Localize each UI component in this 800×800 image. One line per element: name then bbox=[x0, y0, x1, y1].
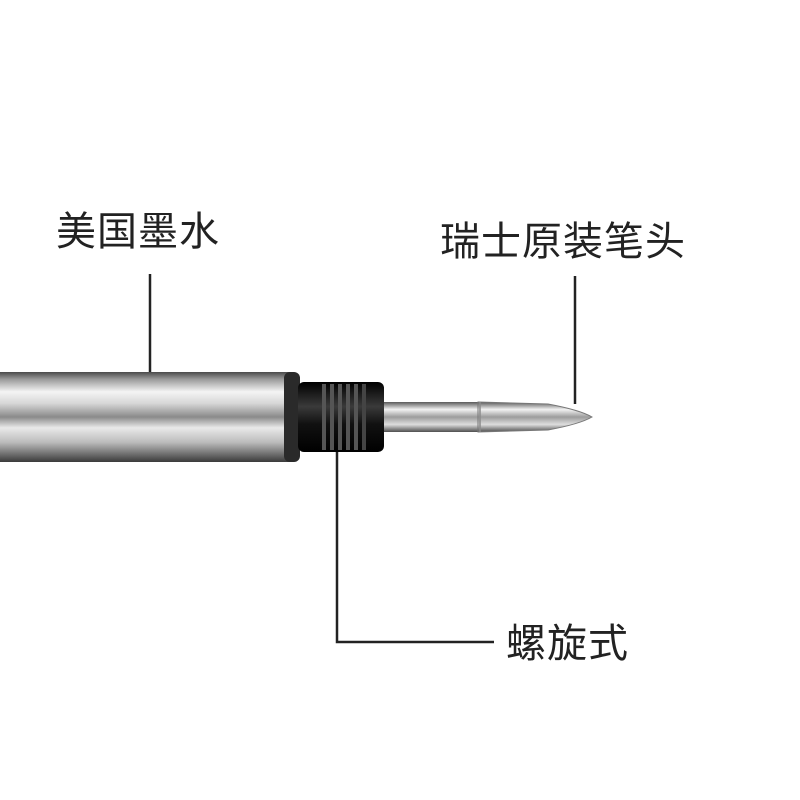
tip-tube bbox=[384, 402, 480, 432]
screw-label: 螺旋式 bbox=[506, 621, 629, 667]
ink-label: 美国墨水 bbox=[56, 209, 220, 255]
ballpoint-tip bbox=[477, 401, 593, 433]
tip-label: 瑞士原装笔头 bbox=[440, 219, 686, 265]
screw-thread bbox=[298, 382, 384, 452]
screw-leader-line bbox=[335, 452, 494, 644]
barrel-end-ring bbox=[284, 372, 300, 462]
refill-barrel bbox=[0, 372, 292, 462]
